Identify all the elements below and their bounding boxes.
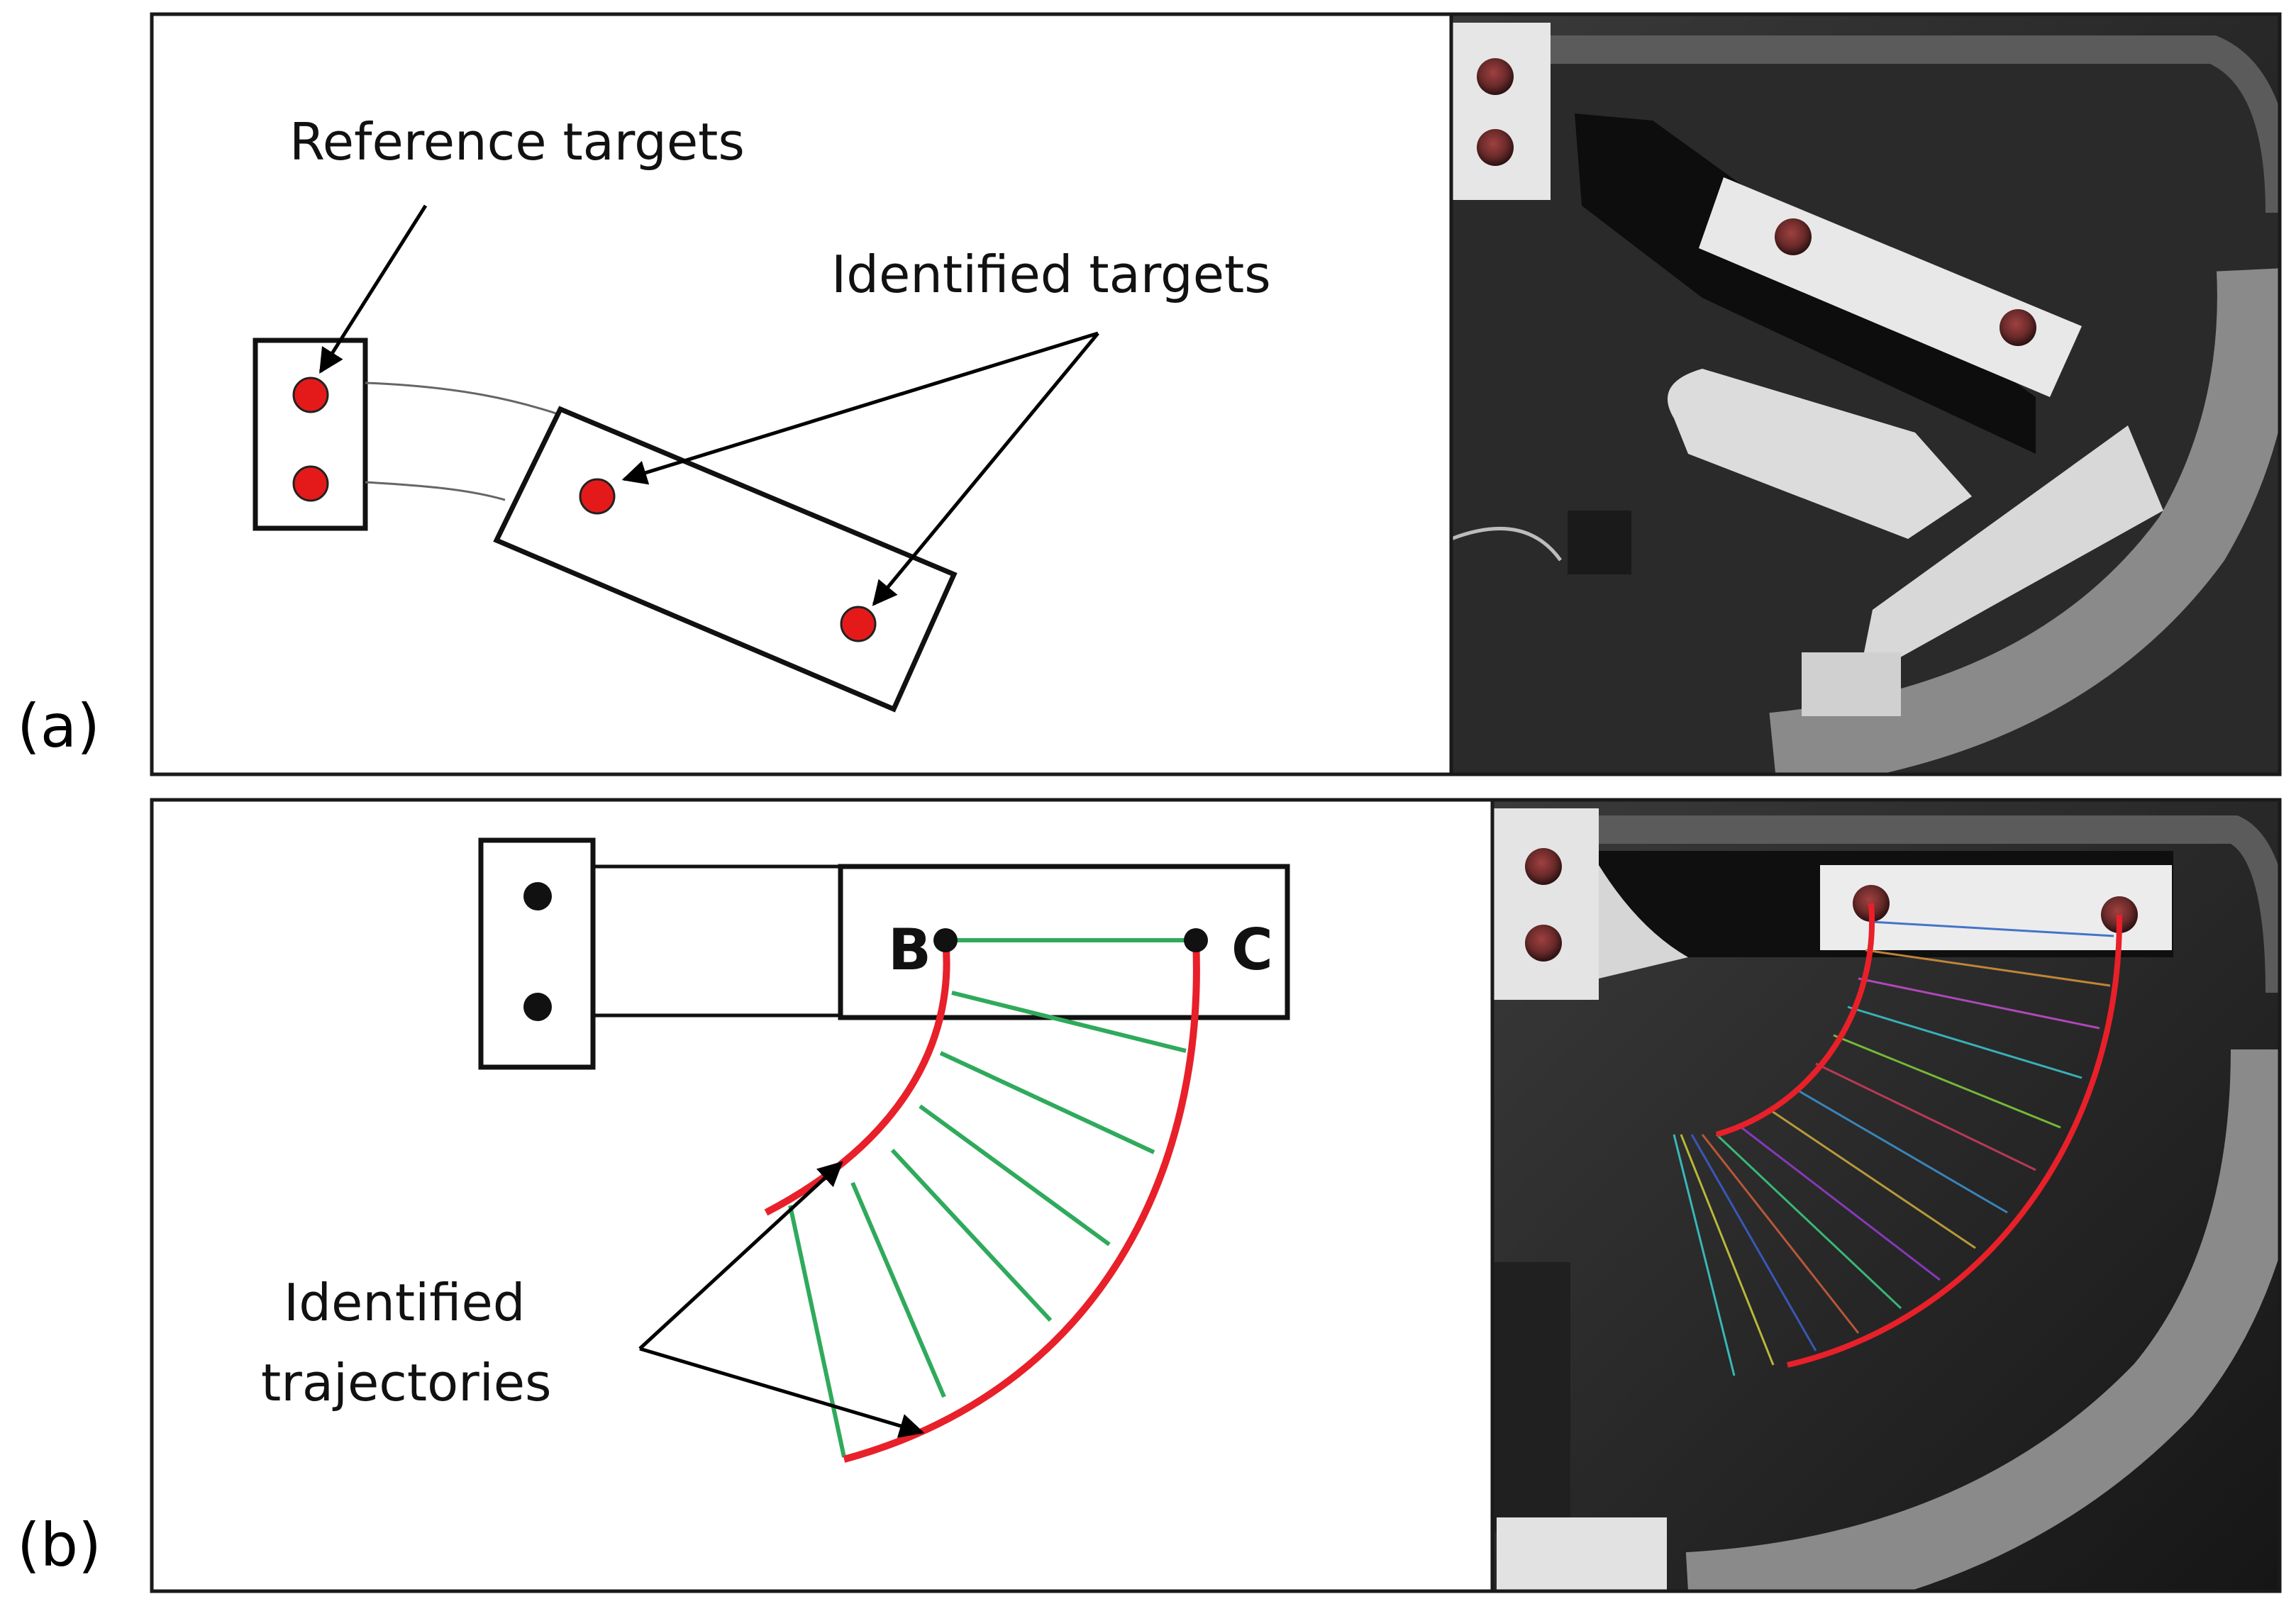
point-b	[933, 928, 958, 952]
protractor-band-b	[1685, 1049, 2280, 1591]
identified-arrow	[621, 331, 1099, 485]
green-connectors	[788, 938, 1196, 1458]
identified-target-dot	[579, 478, 616, 515]
trajectory-c	[843, 940, 1200, 1463]
label-c: C	[1231, 917, 1273, 983]
identified-target-dot	[840, 606, 877, 642]
trajectory-arrow	[639, 1347, 925, 1438]
identified-arrow	[872, 332, 1099, 606]
photo-a	[1451, 14, 2280, 774]
identified-targets-label: Identified targets	[831, 245, 1271, 304]
reference-arrow	[318, 204, 428, 374]
reference-target-dot	[292, 377, 329, 413]
reference-targets-label: Reference targets	[289, 112, 745, 172]
trajectories-label-line1: Identified	[284, 1273, 525, 1332]
photo-reference-block	[1451, 23, 1551, 200]
photo-b	[1492, 800, 2280, 1591]
panel-label-a: (a)	[17, 691, 101, 761]
label-b: B	[888, 917, 931, 983]
panel-label-b: (b)	[17, 1510, 101, 1580]
identified-target-block	[493, 406, 958, 713]
connector-curve	[365, 381, 561, 416]
trajectory-arrow	[638, 1161, 843, 1350]
trajectories-label-line2: trajectories	[261, 1353, 552, 1412]
reference-target-dot	[292, 465, 329, 502]
protractor-band	[1769, 268, 2280, 774]
reference-block-b	[478, 837, 841, 1070]
reference-target-block	[253, 338, 368, 531]
connector-curve	[365, 481, 506, 501]
point-c	[1184, 928, 1208, 952]
